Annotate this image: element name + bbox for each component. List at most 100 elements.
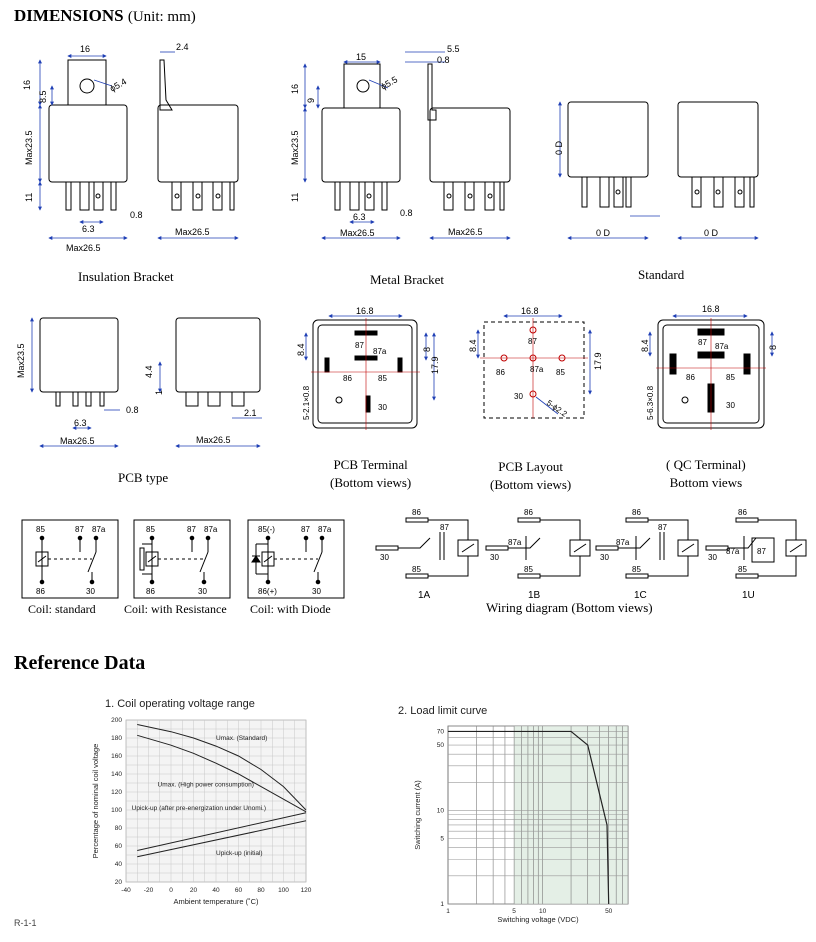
chart1-series-label: Upick-up (after pre-energization under U… (132, 805, 266, 812)
dimension-drawings: 16 16 8.5 ϕ5.4 Max23.5 11 6.3 0.8 Max26.… (16, 42, 807, 601)
pcbt-pin-87: 87 (355, 341, 364, 350)
dim-6-3-metal: 6.3 (353, 212, 366, 222)
w1b-30: 30 (490, 553, 499, 562)
chart2-title: 2. Load limit curve (398, 705, 488, 717)
chart1-xtick-label: 40 (212, 887, 220, 894)
caption-metal-bracket: Metal Bracket (370, 272, 444, 287)
pcb-type-side (158, 317, 262, 448)
coil-res-87: 87 (187, 525, 196, 534)
chart2-xtick-label: 50 (605, 908, 613, 915)
w1u-87: 87 (757, 547, 766, 556)
caption-qc-terminal-line1: ( QC Terminal) (666, 457, 746, 472)
dim-17-9-layout: 17.9 (593, 352, 603, 370)
reference-data-title: Reference Data (14, 652, 146, 674)
chart1-xtick-label: -40 (121, 887, 131, 894)
caption-qc-terminal-line2: Bottom views (669, 475, 743, 490)
coil-diode-85m: 85(-) (258, 525, 275, 534)
chart1-xtick-label: 60 (235, 887, 243, 894)
dim-5-21-pcbt: 5-2.1×0.8 (302, 385, 311, 420)
coil-diode-87: 87 (301, 525, 310, 534)
dim-16-metal: 16 (290, 84, 300, 94)
dim-max26-5: Max26.5 (66, 243, 101, 253)
w1u-87a: 87a (726, 547, 740, 556)
chart1-series-line (137, 820, 307, 858)
coil-res-30: 30 (198, 587, 207, 596)
chart1-series-line (137, 812, 307, 851)
w1b-label: 1B (528, 590, 541, 601)
unit-text: (Unit: mm) (127, 9, 196, 25)
qc-pin-87a: 87a (715, 342, 729, 351)
caption-pcb-terminal-line2: (Bottom views) (330, 475, 412, 490)
w1b-87a: 87a (508, 538, 522, 547)
dim-1: 1 (154, 390, 164, 395)
w1a-87: 87 (440, 523, 449, 532)
caption-qc-terminal: ( QC Terminal) Bottom views (666, 456, 746, 492)
w1a-30: 30 (380, 553, 389, 562)
dim-15: 15 (356, 52, 366, 62)
chart2-ytick-label: 70 (437, 728, 445, 735)
chart1-xtick-label: -20 (144, 887, 154, 894)
coil-std-87a: 87a (92, 525, 106, 534)
w1c-label: 1C (634, 590, 647, 601)
chart1-ylabel: Percentage of nominal coil voltage (91, 744, 100, 859)
caption-pcb-layout-line1: PCB Layout (498, 459, 563, 474)
w1c-86: 86 (632, 508, 641, 517)
chart1-series-line (137, 724, 307, 811)
layout-pin-86: 86 (496, 368, 505, 377)
coil-std-85: 85 (36, 525, 45, 534)
coil-diode-87a: 87a (318, 525, 332, 534)
pcbt-pin-86: 86 (343, 374, 352, 383)
dim-max26-5-metal-side: Max26.5 (448, 227, 483, 237)
dim-8-qc: 8 (768, 345, 778, 350)
chart2-load-limit-line (448, 730, 610, 905)
dim-6-3-pcb: 6.3 (74, 418, 87, 428)
dim-5-5: 5.5 (447, 44, 460, 54)
caption-pcb-terminal: PCB Terminal (Bottom views) (330, 456, 411, 492)
qc-pin-30: 30 (726, 401, 735, 410)
dim-9: 9 (306, 98, 316, 103)
pcb-layout-view (476, 314, 592, 419)
coil-std-86: 86 (36, 587, 45, 596)
dim-0-8-metal: 0.8 (400, 208, 413, 218)
dim-max26-5-metal: Max26.5 (340, 228, 375, 238)
dim-8-4-qc: 8.4 (640, 339, 650, 352)
chart1-ytick-label: 40 (115, 861, 123, 868)
layout-pin-87a: 87a (530, 365, 544, 374)
caption-pcb-layout: PCB Layout (Bottom views) (490, 458, 571, 494)
layout-pin-87: 87 (528, 337, 537, 346)
caption-coil-diode: Coil: with Diode (250, 602, 331, 616)
dim-5-22-layout: 5-ϕ2.2 (545, 398, 569, 419)
w1u-label: 1U (742, 590, 755, 601)
caption-pcb-type: PCB type (118, 470, 169, 485)
coil-standard-schematic (21, 519, 119, 599)
wiring-1c (595, 517, 699, 579)
caption-coil-standard: Coil: standard (28, 602, 96, 616)
dim-16: 16 (80, 44, 90, 54)
chart2-xtick-label: 10 (539, 908, 547, 915)
w1c-87: 87 (658, 523, 667, 532)
caption-insulation-bracket: Insulation Bracket (78, 269, 174, 284)
dim-0-8-pcb: 0.8 (126, 405, 139, 415)
w1u-30: 30 (708, 553, 717, 562)
chart1-series-label: Umax. (High power consumption) (158, 782, 254, 789)
coil-resistance-schematic (133, 519, 231, 599)
dim-box-standard-side: 0 D (704, 228, 719, 238)
standard-front (558, 101, 660, 240)
w1a-86: 86 (412, 508, 421, 517)
page-title: DIMENSIONS (Unit: mm) (14, 6, 196, 26)
chart1-ytick-label: 160 (111, 753, 122, 760)
dim-8-4-pcbt: 8.4 (296, 343, 306, 356)
coil-std-87: 87 (75, 525, 84, 534)
dim-5-63-qc: 5-6.3×0.8 (646, 385, 655, 420)
dim-hole-5-5: ϕ5.5 (379, 74, 399, 91)
dim-0-8-metal-side: 0.8 (437, 55, 450, 65)
dim-16-8-pcbt: 16.8 (356, 306, 374, 316)
dim-hole-5-4: ϕ5.4 (108, 76, 128, 93)
chart1-xtick-label: 100 (278, 887, 289, 894)
dim-17-9-pcbt: 17.9 (430, 356, 440, 374)
chart2-xlabel: Switching voltage (VDC) (497, 915, 579, 924)
chart1-ytick-label: 200 (111, 717, 122, 724)
chart2-xtick-label: 1 (446, 908, 450, 915)
standard-side (677, 101, 759, 240)
wiring-1a (375, 517, 479, 579)
